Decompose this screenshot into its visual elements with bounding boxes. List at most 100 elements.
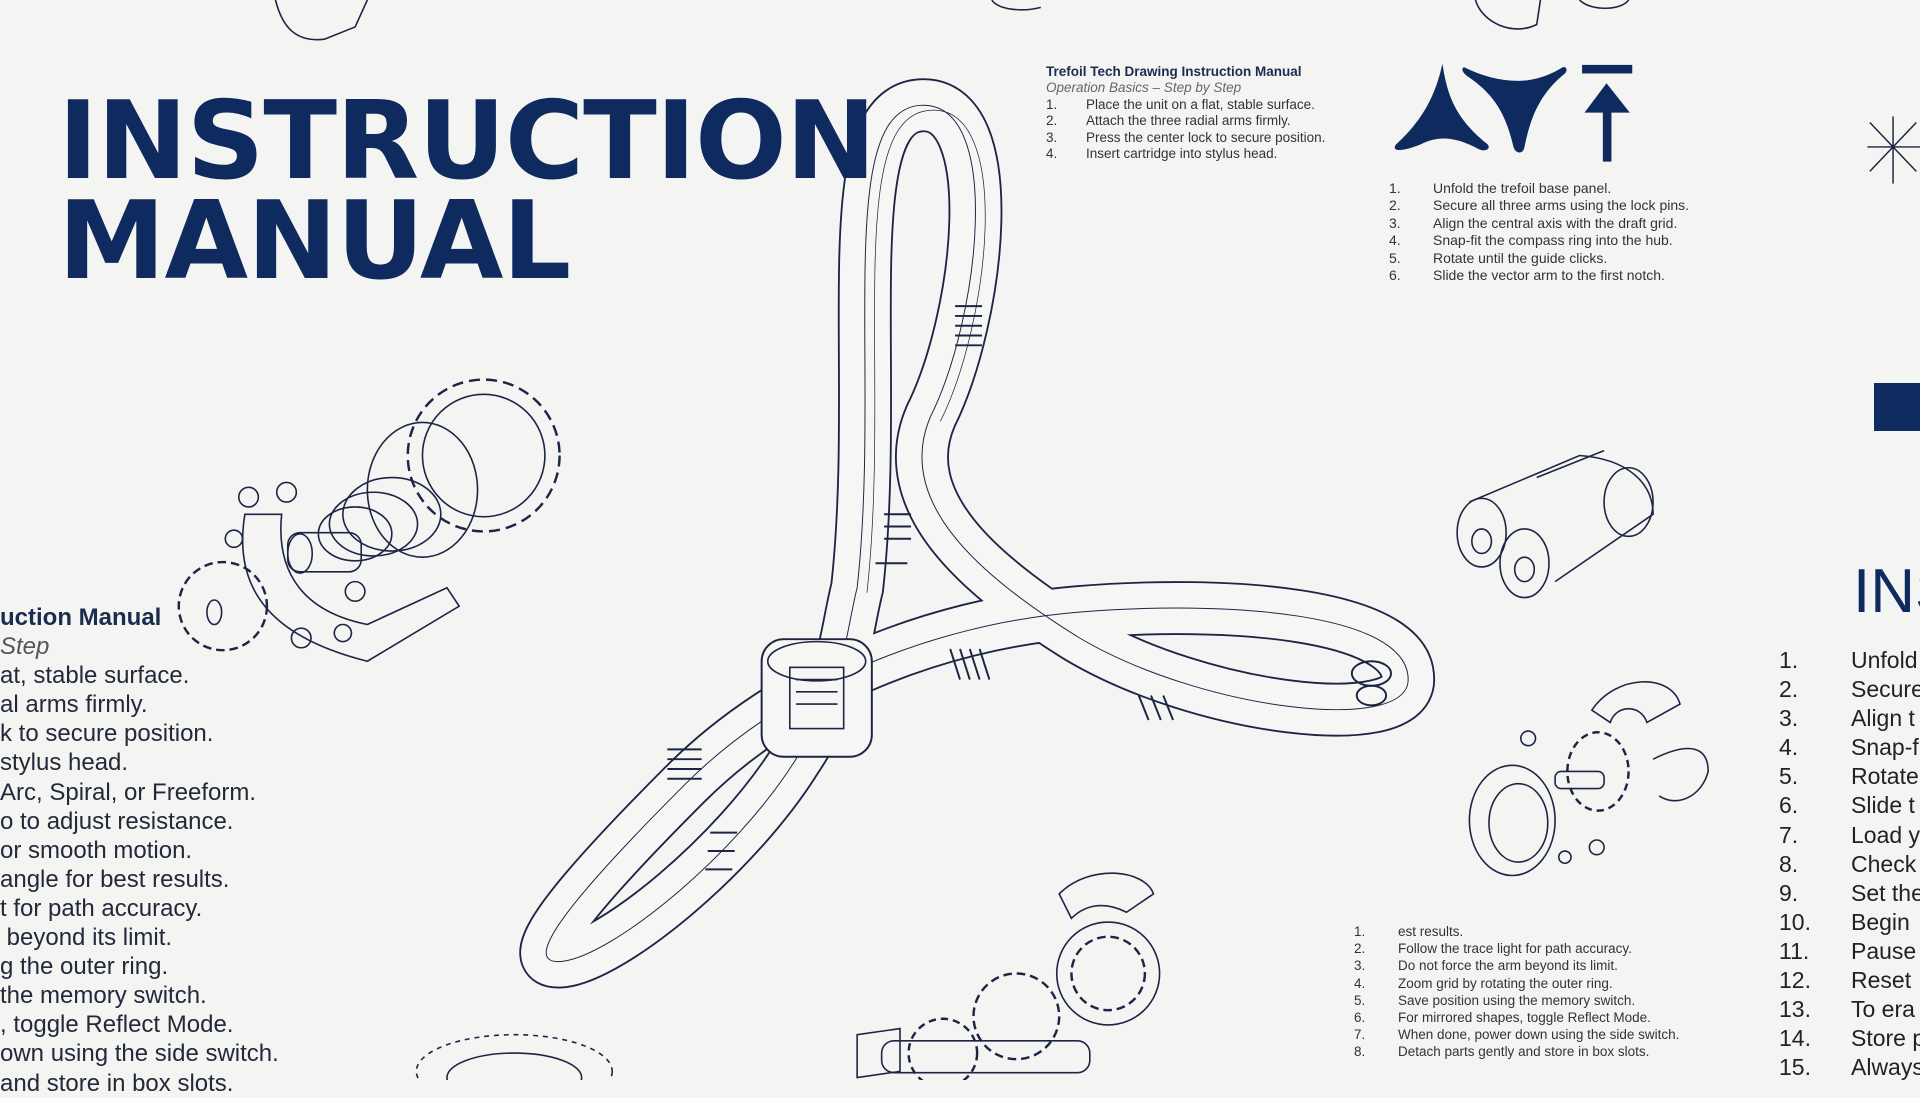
list-item: , toggle Reflect Mode. [0, 1011, 234, 1039]
list-item: o to adjust resistance. [0, 807, 234, 835]
item-text: Secure all three arms using the lock pin… [1433, 197, 1690, 214]
list-item: 15.Always [1779, 1053, 1920, 1082]
list-item: beyond its limit. [0, 924, 173, 952]
list-item: 10.Begin [1779, 908, 1920, 937]
list-item: 12. Reset [1779, 966, 1920, 995]
list-item: 13.To era [1779, 995, 1920, 1024]
top-subheading: Operation Basics – Step by Step [1046, 80, 1242, 96]
item-text: Slide the vector arm to the first notch. [1433, 267, 1665, 284]
item-number: 12. [1779, 967, 1811, 994]
list-item: Arc, Spiral, or Freeform. [0, 778, 257, 806]
list-item: stylus head. [0, 749, 129, 777]
item-text: Secure [1851, 676, 1920, 703]
item-number: 3. [1354, 958, 1366, 974]
upload-arrow-icon [1584, 83, 1630, 162]
bottom-gear-train [856, 872, 1161, 1080]
title-line-1: INSTRUCTION [58, 79, 876, 204]
list-item: 5. Save position using the memory switch. [1354, 992, 1679, 1009]
item-number: 4. [1779, 734, 1799, 761]
item-text: Rotate [1851, 763, 1919, 790]
item-text: Detach parts gently and store in box slo… [1398, 1044, 1650, 1060]
item-text: Do not force the arm beyond its limit. [1398, 958, 1618, 974]
item-text: Pause [1851, 937, 1917, 964]
item-text: Align t [1851, 705, 1915, 732]
list-item: k to secure position. [0, 720, 214, 748]
item-text: Load y [1851, 821, 1920, 848]
item-number: 1. [1779, 647, 1799, 673]
top-instructions: Trefoil Tech Drawing Instruction Manual … [1046, 64, 1325, 162]
list-item: 4.Snap-fit the compass ring into the hub… [1389, 232, 1689, 249]
list-item: the memory switch. [0, 982, 207, 1010]
item-number: 10. [1779, 908, 1811, 935]
item-text: Unfold the trefoil base panel. [1433, 180, 1612, 196]
item-number: 7. [1779, 821, 1799, 848]
list-item: 1. Unfold the trefoil base panel. [1389, 180, 1689, 197]
item-text: Store p [1851, 1025, 1920, 1052]
list-item: 2. Attach the three radial arms firmly. [1046, 113, 1325, 129]
item-number: 6. [1779, 792, 1799, 819]
list-item: 5.Rotate [1779, 762, 1920, 791]
list-item: 3.Align the central axis with the draft … [1389, 215, 1689, 232]
left-subheading: Step [0, 633, 50, 661]
item-text: est results. [1398, 924, 1464, 939]
left-instructions: uction Manual Step at, stable surface.al… [0, 603, 279, 1098]
list-item: 4.Zoom grid by rotating the outer ring. [1354, 975, 1679, 992]
item-text: Snap-fit the compass ring into the hub. [1433, 232, 1673, 249]
list-item: 9.Set the [1779, 879, 1920, 908]
list-item: 6. Slide t [1779, 791, 1920, 820]
list-item: 14.Store p [1779, 1024, 1920, 1053]
list-item: own using the side switch. [0, 1040, 279, 1068]
item-number: 5. [1354, 992, 1366, 1008]
list-item: or smooth motion. [0, 836, 193, 864]
item-number: 3. [1389, 214, 1401, 231]
item-text: Rotate until the guide clicks. [1433, 249, 1608, 266]
trefoil-ribbon [519, 78, 1436, 989]
list-item: 3. Do not force the arm beyond its limit. [1354, 957, 1679, 974]
item-text: Press the center lock to secure position… [1086, 129, 1326, 145]
list-item: 8. Check [1779, 850, 1920, 879]
left-heading: uction Manual [0, 604, 162, 631]
item-number: 8. [1779, 850, 1799, 877]
list-item: 2.Secure all three arms using the lock p… [1389, 197, 1689, 214]
list-item: 8.Detach parts gently and store in box s… [1354, 1043, 1679, 1060]
list-item: 6. Slide the vector arm to the first notc… [1389, 267, 1689, 284]
item-text: Always [1851, 1054, 1920, 1081]
item-number: 4. [1354, 975, 1366, 991]
list-item: 1.Place the unit on a flat, stable surfa… [1046, 97, 1325, 113]
item-number: 6. [1354, 1010, 1366, 1026]
item-text: Insert cartridge into stylus head. [1086, 146, 1278, 162]
list-item: 4. Snap-f [1779, 733, 1920, 762]
list-item: 5. Rotate until the guide clicks. [1389, 250, 1689, 267]
list-item: at, stable surface. [0, 662, 190, 690]
item-text: Check [1851, 850, 1917, 877]
left-gear-assembly [177, 378, 561, 663]
item-text: Unfold [1851, 647, 1918, 673]
list-item: angle for best results. [0, 865, 230, 893]
item-text: When done, power down using the side swi… [1398, 1027, 1680, 1043]
list-item: and store in box slots. [0, 1069, 234, 1097]
item-text: Slide t [1851, 792, 1915, 819]
item-number: 1. [1046, 96, 1058, 112]
item-number: 1. [1354, 924, 1366, 939]
item-number: 5. [1389, 249, 1401, 266]
upload-bar-icon [1582, 64, 1633, 74]
list-item: 1. est results. [1354, 923, 1679, 940]
item-text: Snap-f [1851, 734, 1919, 761]
list-item: 4. Insert cartridge into stylus head. [1046, 146, 1325, 162]
item-text: Save position using the memory switch. [1398, 992, 1636, 1008]
item-number: 6. [1389, 267, 1401, 284]
list-item: 3.Align t [1779, 704, 1920, 733]
item-number: 7. [1354, 1027, 1366, 1043]
list-item: 7. When done, power down using the side s… [1354, 1026, 1679, 1043]
item-number: 1. [1389, 180, 1401, 196]
item-text: Attach the three radial arms firmly. [1086, 113, 1291, 129]
roller-part [1456, 449, 1654, 599]
item-text: Set the [1851, 879, 1920, 906]
item-number: 13. [1779, 996, 1811, 1023]
list-item: 3.Press the center lock to secure positi… [1046, 130, 1325, 146]
item-number: 4. [1046, 146, 1058, 162]
item-text: Reset [1851, 967, 1912, 994]
list-item: 2.Follow the trace light for path accura… [1354, 940, 1679, 957]
item-number: 2. [1046, 113, 1058, 129]
list-item: g the outer ring. [0, 953, 169, 981]
